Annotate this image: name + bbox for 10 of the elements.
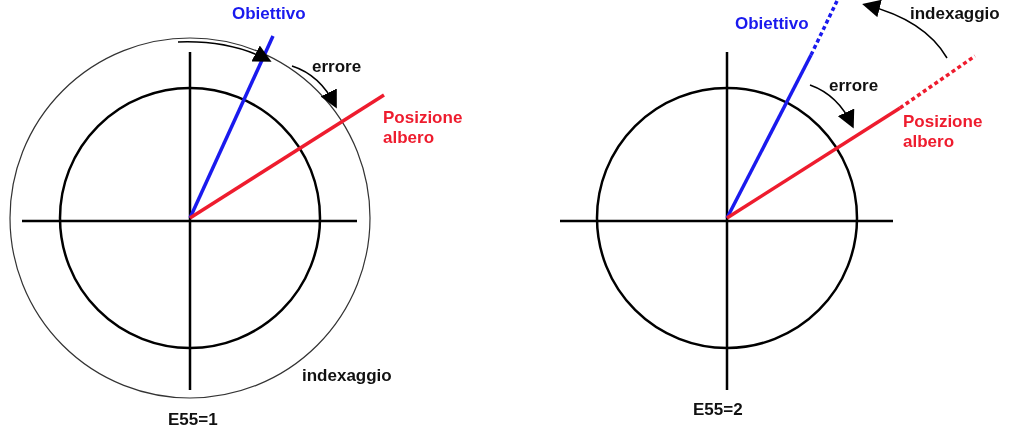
diagram-label: E55=1 [168, 410, 218, 430]
diagram-label: Obiettivo [735, 14, 809, 34]
diagram-label: Obiettivo [232, 4, 306, 24]
diagram-label: errore [312, 57, 362, 77]
diagram-label: errore [829, 76, 879, 96]
diagram-label: indexaggio [910, 4, 1000, 24]
diagram-label: Posizione albero [903, 112, 984, 152]
diagram-label: Posizione albero [383, 108, 464, 148]
diagram-label: E55=2 [693, 400, 743, 420]
diagram-label: indexaggio [302, 366, 392, 386]
